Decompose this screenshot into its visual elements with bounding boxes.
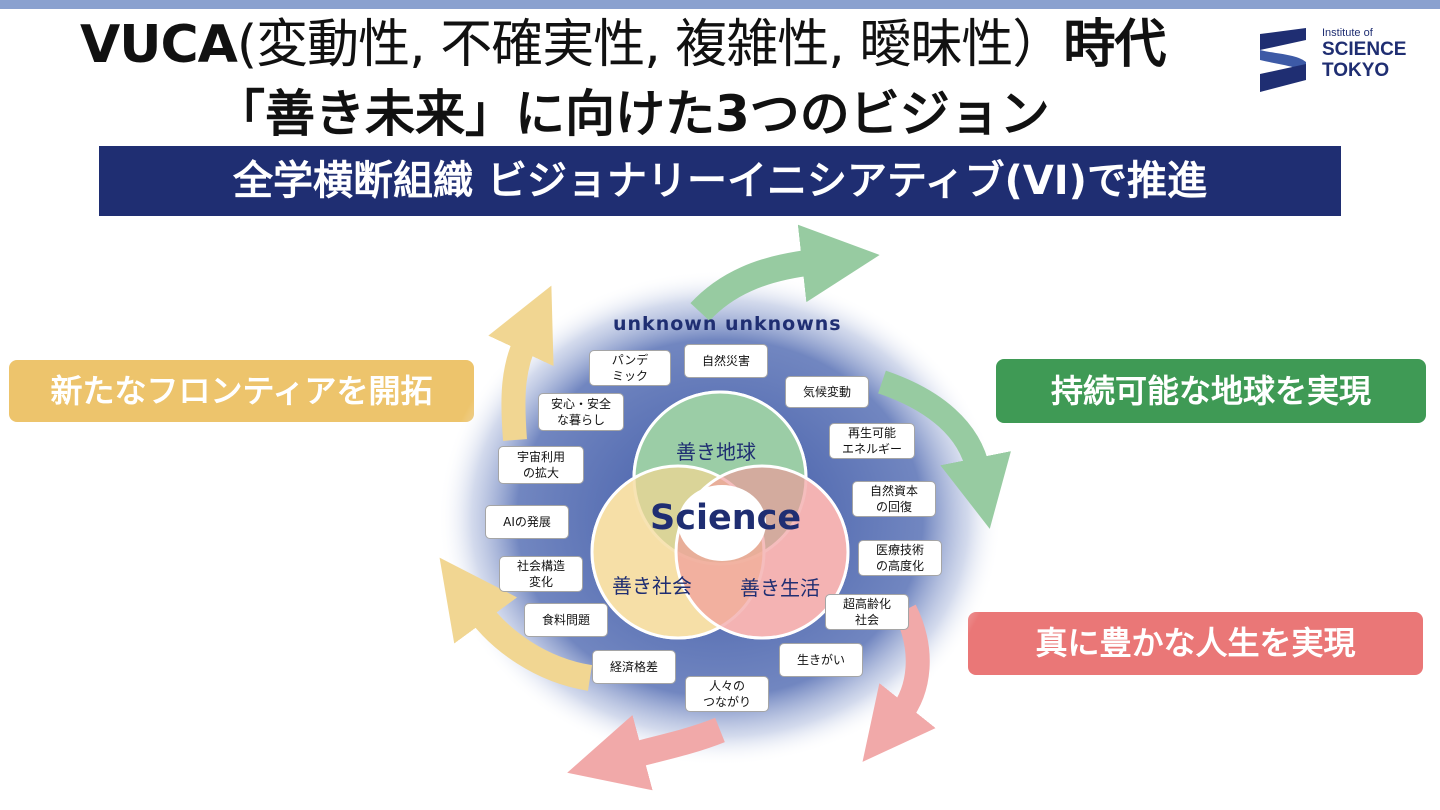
keyword-medical-technology: 医療技術 の高度化	[858, 540, 942, 576]
title-vuca: VUCA	[80, 15, 238, 75]
title-era: 時代	[1063, 15, 1166, 75]
science-core	[678, 485, 766, 561]
initiative-banner: 全学横断組織 ビジョナリーイニシアティブ(VI)で推進	[99, 146, 1341, 216]
logo-text-line3: TOKYO	[1322, 60, 1390, 81]
keyword-human-connection: 人々の つながり	[685, 676, 769, 712]
vision-frontier: 新たなフロンティアを開拓	[9, 360, 474, 422]
circle-life-label: 善き生活	[740, 576, 820, 600]
page-title: VUCA(変動性, 不確実性, 複雑性, 曖昧性）時代	[80, 12, 1230, 78]
circle-earth-label: 善き地球	[676, 440, 756, 464]
page-subtitle: 「善き未来」に向けた3つのビジョン	[215, 85, 1050, 143]
keyword-economic-disparity: 経済格差	[592, 650, 676, 684]
keyword-pandemic: パンデ ミック	[589, 350, 671, 386]
keyword-food-problem: 食料問題	[524, 603, 608, 637]
keyword-safe-living: 安心・安全 な暮らし	[538, 393, 624, 431]
keyword-super-aging-society: 超高齢化 社会	[825, 594, 909, 630]
arrow-lower-yellow	[439, 557, 593, 691]
circle-society-label: 善き社会	[612, 574, 692, 598]
arrow-upper-yellow	[488, 285, 554, 441]
title-vuca-definition: (変動性, 不確実性, 複雑性, 曖昧性）	[236, 15, 1064, 75]
keyword-ai-development: AIの発展	[485, 505, 569, 539]
arrow-bottom-red	[567, 714, 725, 791]
arrow-to-frontier-green	[690, 224, 880, 322]
logo-mark-icon	[1260, 28, 1306, 92]
keyword-ikigai: 生きがい	[779, 643, 863, 677]
keyword-renewable-energy: 再生可能 エネルギー	[829, 423, 915, 459]
top-accent-bar	[0, 0, 1440, 9]
keyword-social-structure: 社会構造 変化	[499, 556, 583, 592]
initiative-banner-text: 全学横断組織 ビジョナリーイニシアティブ(VI)で推進	[233, 158, 1207, 204]
science-label: Science	[650, 498, 802, 538]
institution-logo: Institute of SCIENCE TOKYO	[1256, 24, 1416, 100]
logo-text-line2: SCIENCE	[1322, 39, 1407, 60]
keyword-space-utilization: 宇宙利用 の拡大	[498, 446, 584, 484]
logo-text-line1: Institute of	[1322, 27, 1373, 39]
vision-life: 真に豊かな人生を実現	[968, 612, 1423, 675]
keyword-natural-disaster: 自然災害	[684, 344, 768, 378]
keyword-natural-capital: 自然資本 の回復	[852, 481, 936, 517]
unknown-unknowns-label: unknown unknowns	[613, 313, 842, 335]
keyword-climate-change: 気候変動	[785, 376, 869, 408]
vision-earth: 持続可能な地球を実現	[996, 359, 1426, 423]
arrow-to-earth-green	[878, 370, 1011, 529]
arrow-to-life-red	[862, 604, 936, 762]
